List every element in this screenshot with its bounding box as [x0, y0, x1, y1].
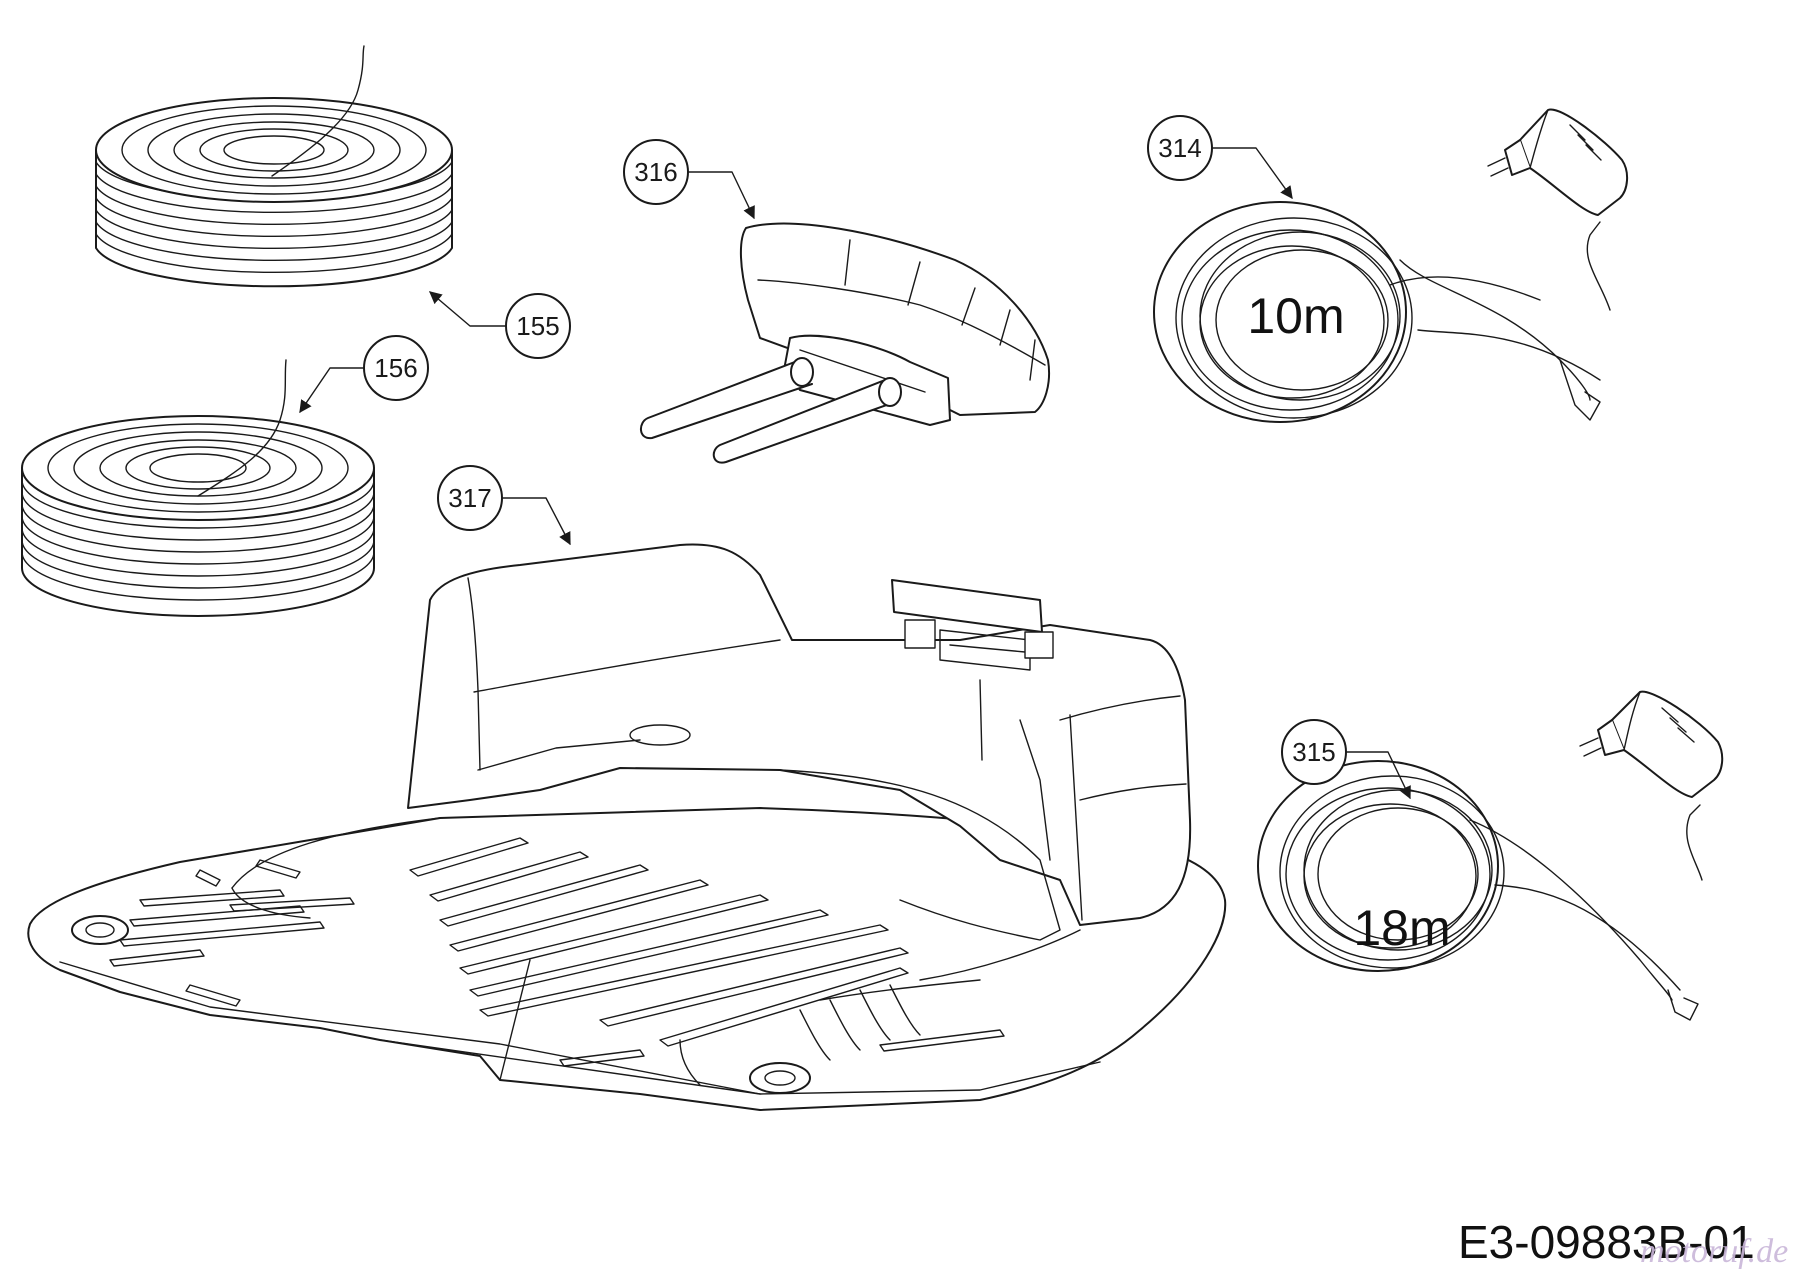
- charging-contact-316: [640, 222, 1050, 464]
- callout-314: 314: [1147, 115, 1293, 200]
- callout-label-155: 155: [516, 311, 559, 341]
- wire-coil-155: [95, 45, 453, 288]
- callout-label-314: 314: [1158, 133, 1201, 163]
- watermark-logo: motoruf.de: [1640, 1233, 1788, 1270]
- callout-156: 156: [299, 335, 429, 414]
- charging-base-317: [27, 543, 1227, 1111]
- power-supply-314: [1153, 108, 1628, 423]
- callout-316: 316: [623, 139, 755, 220]
- length-label-315: 18m: [1353, 900, 1450, 956]
- callout-317: 317: [437, 465, 571, 546]
- length-label-314: 10m: [1247, 288, 1344, 344]
- callout-315: 315: [1281, 719, 1411, 800]
- diagram-reference-number: E3-09883B-01: [1458, 1216, 1755, 1268]
- power-supply-315: [1257, 690, 1724, 1021]
- callout-label-316: 316: [634, 157, 677, 187]
- callout-label-156: 156: [374, 353, 417, 383]
- callout-label-315: 315: [1292, 737, 1335, 767]
- callout-155: 155: [429, 291, 571, 359]
- callout-label-317: 317: [448, 483, 491, 513]
- wire-coil-156: [21, 359, 375, 617]
